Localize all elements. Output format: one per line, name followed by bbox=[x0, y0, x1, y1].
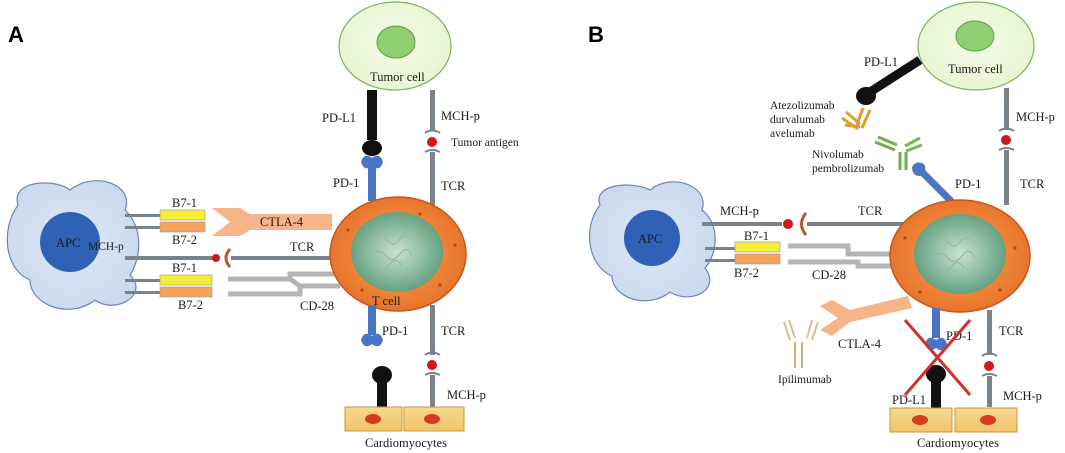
mch-p-tumor-label-b: MCH-p bbox=[1016, 110, 1055, 124]
panel-b: B Tumor cell PD-L1 Atezolizumab durvalum… bbox=[588, 1, 1055, 450]
t-cell-b bbox=[889, 199, 1031, 313]
pd-l1-label-a: PD-L1 bbox=[322, 111, 356, 125]
tcr-apc-label-a: TCR bbox=[290, 240, 315, 254]
apc-label-a: APC bbox=[56, 236, 80, 250]
tumor-nucleus-b bbox=[955, 20, 995, 52]
cardiomyocytes-b: Cardiomyocytes bbox=[889, 407, 1018, 450]
tumor-cell-b: Tumor cell bbox=[917, 1, 1035, 91]
pd-l1-bottom-label-b: PD-L1 bbox=[892, 393, 926, 407]
mhc-tumor-b: MCH-p TCR bbox=[998, 88, 1055, 205]
tcr-bottom-label-b: TCR bbox=[999, 324, 1024, 338]
tumor-cell-a: Tumor cell bbox=[338, 1, 452, 91]
cardiomyocytes-a: Cardiomyocytes bbox=[344, 406, 465, 450]
b7-bottom-a: B7-1 B7-2 bbox=[125, 261, 213, 312]
ctla4-a: CTLA-4 bbox=[212, 208, 332, 236]
cardiomyocytes-label-b: Cardiomyocytes bbox=[917, 436, 999, 450]
b7-1-bottom-label-a: B7-1 bbox=[172, 261, 197, 275]
apc-nucleus-b bbox=[624, 210, 680, 266]
cd-28-label-a: CD-28 bbox=[300, 299, 334, 313]
tcr-top-label-a: TCR bbox=[441, 179, 466, 193]
t-cell-a: T cell bbox=[329, 196, 467, 312]
b7-2-label-b: B7-2 bbox=[734, 266, 759, 280]
anti-pdl1-drug-1: Atezolizumab bbox=[770, 100, 835, 112]
ctla4-b: CTLA-4 Ipilimumab bbox=[778, 296, 912, 386]
anti-pd1-antibody-b: Nivolumab pembrolizumab PD-1 bbox=[812, 135, 981, 205]
anti-pdl1-drug-2: durvalumab bbox=[770, 114, 825, 126]
pd-l1-top-label-b: PD-L1 bbox=[864, 55, 898, 69]
mhc-tcr-b: MCH-p TCR bbox=[702, 204, 917, 236]
mch-p-bottom-label-a: MCH-p bbox=[447, 388, 486, 402]
tcr-apc-label-b: TCR bbox=[858, 204, 883, 218]
mch-p-apc-label-b: MCH-p bbox=[720, 204, 759, 218]
b7-1-top-label-a: B7-1 bbox=[172, 196, 197, 210]
b7-top-a: B7-1 B7-2 bbox=[125, 196, 206, 247]
tcr-bottom-label-a: TCR bbox=[441, 324, 466, 338]
mch-p-bottom-label-b: MCH-p bbox=[1003, 389, 1042, 403]
cd28-b: CD-28 bbox=[788, 243, 912, 282]
pdl1-pd1-top-a: PD-L1 PD-1 bbox=[322, 90, 383, 201]
b7-b: B7-1 B7-2 bbox=[705, 229, 781, 280]
cardiomyocytes-label-a: Cardiomyocytes bbox=[365, 436, 447, 450]
pd1-bottom-a: PD-1 bbox=[361, 305, 408, 408]
pdl1-top-b: PD-L1 bbox=[856, 55, 923, 105]
tumor-antigen-label-a: Tumor antigen bbox=[451, 137, 519, 149]
apc-nucleus-a bbox=[40, 212, 100, 272]
ctla-4-label-b: CTLA-4 bbox=[838, 337, 882, 351]
b7-2-bottom-label-a: B7-2 bbox=[178, 298, 203, 312]
anti-pd1-drug-2: pembrolizumab bbox=[812, 163, 884, 175]
anti-pd1-drug-1: Nivolumab bbox=[812, 149, 864, 161]
cd28-a: CD-28 bbox=[228, 271, 340, 313]
anti-pdl1-antibody-b: Atezolizumab durvalumab avelumab bbox=[770, 100, 872, 140]
mch-p-apc-label-a: MCH-p bbox=[88, 241, 124, 253]
apc-b: APC bbox=[588, 181, 716, 302]
ctla-4-label-a: CTLA-4 bbox=[260, 215, 304, 229]
panel-b-letter: B bbox=[588, 22, 604, 47]
b7-1-label-b: B7-1 bbox=[744, 229, 769, 243]
tcr-top-label-b: TCR bbox=[1020, 177, 1045, 191]
pd-1-top-label-b: PD-1 bbox=[955, 177, 981, 191]
ipilimumab-label-b: Ipilimumab bbox=[778, 374, 832, 386]
pd-1-bottom-label-a: PD-1 bbox=[382, 324, 408, 338]
pd1-bottom-b: PD-1 PD-L1 bbox=[892, 308, 972, 408]
block-cross-line-2 bbox=[903, 319, 972, 396]
tcr-bottom-b: TCR MCH-p bbox=[981, 310, 1042, 407]
mhc-tcr-mid-a: MCH-p TCR bbox=[88, 240, 335, 268]
apc-a: APC bbox=[6, 180, 140, 310]
tumor-cell-label-b: Tumor cell bbox=[948, 62, 1003, 76]
tumor-nucleus-a bbox=[376, 25, 416, 59]
mhc-tcr-top-a: MCH-p Tumor antigen TCR bbox=[424, 90, 519, 205]
tcr-bottom-a: TCR MCH-p bbox=[424, 305, 486, 407]
panel-a-letter: A bbox=[8, 22, 24, 47]
mch-p-top-label-a: MCH-p bbox=[441, 109, 480, 123]
panel-a: A Tumor cell PD-L1 PD-1 MCH-p Tumor anti… bbox=[6, 1, 519, 450]
apc-label-b: APC bbox=[638, 232, 662, 246]
tumor-cell-label-a: Tumor cell bbox=[370, 70, 425, 84]
anti-pdl1-drug-3: avelumab bbox=[770, 128, 815, 140]
cd-28-label-b: CD-28 bbox=[812, 268, 846, 282]
pd-1-top-label-a: PD-1 bbox=[333, 176, 359, 190]
b7-2-top-label-a: B7-2 bbox=[172, 233, 197, 247]
t-cell-label-a: T cell bbox=[372, 294, 401, 308]
